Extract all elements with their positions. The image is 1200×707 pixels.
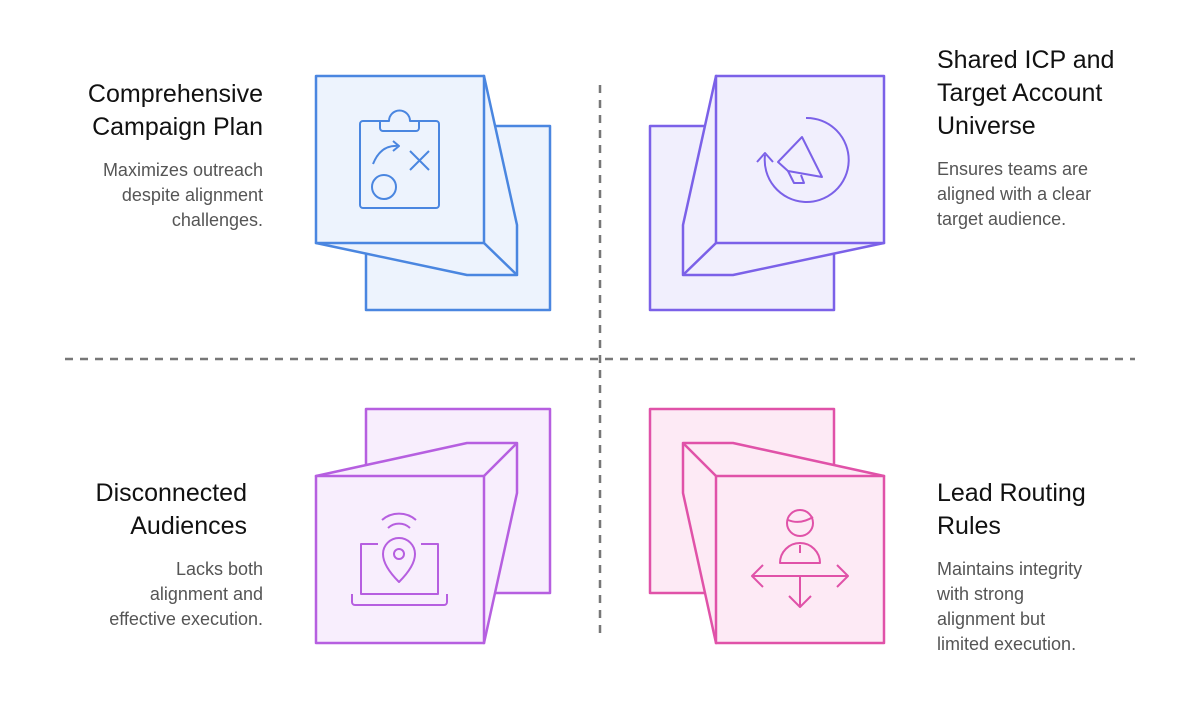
title-line: Disconnected (95, 479, 247, 507)
campaign-plan-shape (314, 74, 552, 312)
quadrant-description: Maintains integrity with strong alignment … (937, 557, 1197, 657)
title-line: Target Account (937, 79, 1103, 107)
desc-line: alignment and (149, 584, 263, 604)
title-line: Campaign Plan (92, 113, 263, 141)
laptop-location-icon (351, 512, 448, 606)
desc-line: target audience. (937, 209, 1067, 229)
desc-line: despite alignment (121, 185, 263, 205)
quadrant-description: Lacks both alignment and effective executi… (0, 557, 263, 632)
desc-line: Lacks both (175, 559, 263, 579)
desc-line: limited execution. (937, 634, 1077, 654)
title-line: Shared ICP and (937, 46, 1115, 74)
title-line: Universe (937, 112, 1036, 140)
desc-line: aligned with a clear (937, 184, 1092, 204)
clipboard-strategy-icon (359, 109, 440, 209)
title-line: Rules (937, 512, 1001, 540)
megaphone-cycle-icon (756, 116, 850, 203)
quadrant-description: Ensures teams are aligned with a clear tar… (937, 157, 1197, 232)
title-line: Lead Routing (937, 479, 1086, 507)
desc-line: Maintains integrity (937, 559, 1083, 579)
title-line: Audiences (130, 512, 247, 540)
person-routing-icon (751, 509, 849, 608)
desc-line: Maximizes outreach (102, 160, 263, 180)
shared-icp-shape (648, 74, 886, 312)
disconnected-audiences-shape (314, 407, 552, 645)
desc-line: with strong (937, 584, 1025, 604)
quadrant-description: Maximizes outreach despite alignment chall… (0, 158, 263, 233)
desc-line: alignment but (937, 609, 1046, 629)
desc-line: Ensures teams are (937, 159, 1089, 179)
title-line: Comprehensive (87, 80, 263, 108)
desc-line: effective execution. (109, 609, 263, 629)
lead-routing-shape (648, 407, 886, 645)
desc-line: challenges. (171, 210, 263, 230)
